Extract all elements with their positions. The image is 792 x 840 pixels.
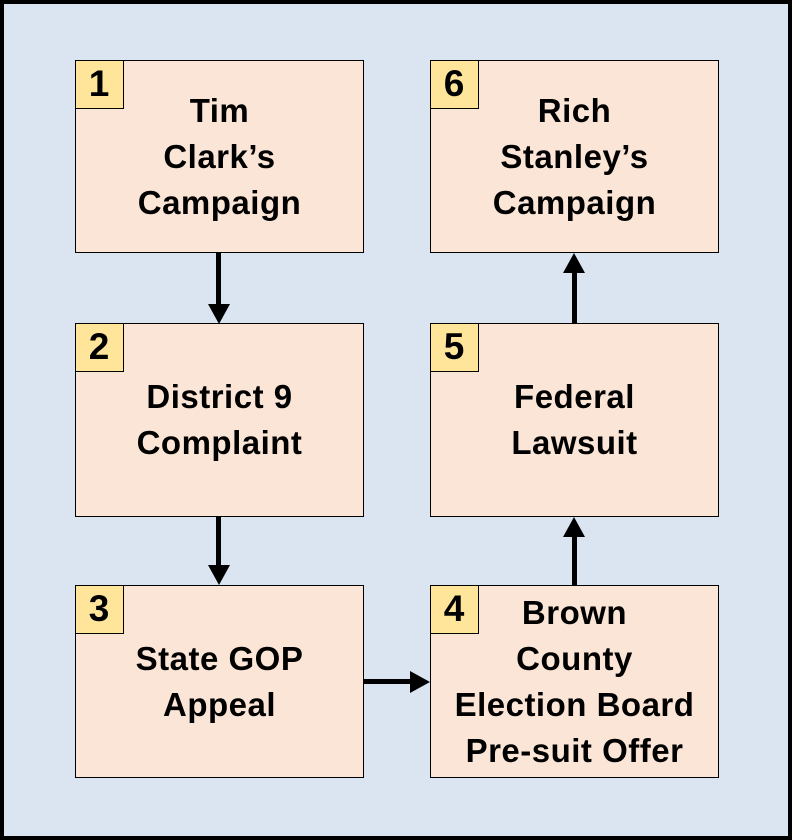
arrow-shaft bbox=[216, 517, 221, 567]
arrow-head-up-icon bbox=[563, 517, 585, 537]
arrow-head-down-icon bbox=[208, 565, 230, 585]
arrow-head-down-icon bbox=[208, 304, 230, 324]
step-number-badge: 6 bbox=[429, 59, 479, 109]
step-number-badge: 5 bbox=[429, 322, 479, 372]
node-district-9-complaint: 2 District 9 Complaint bbox=[74, 322, 364, 517]
arrow-head-up-icon bbox=[563, 253, 585, 273]
arrow-head-right-icon bbox=[410, 671, 430, 693]
node-federal-lawsuit: 5 Federal Lawsuit bbox=[429, 322, 719, 517]
node-label: State GOP Appeal bbox=[135, 639, 304, 723]
node-label: District 9 Complaint bbox=[136, 378, 303, 461]
step-number-badge: 2 bbox=[74, 322, 124, 372]
node-label: Brown County Election Board Pre-suit Off… bbox=[454, 593, 695, 769]
arrow-shaft bbox=[216, 253, 221, 306]
step-number-badge: 4 bbox=[429, 584, 479, 634]
node-rich-stanleys-campaign: 6 Rich Stanley’s Campaign bbox=[429, 59, 719, 253]
node-brown-county-election-board-pre-suit-offer: 4 Brown County Election Board Pre-suit O… bbox=[429, 584, 719, 778]
node-tim-clarks-campaign: 1 Tim Clark’s Campaign bbox=[74, 59, 364, 253]
node-label: Federal Lawsuit bbox=[511, 378, 638, 461]
arrow-shaft bbox=[363, 679, 412, 684]
arrow-shaft bbox=[572, 535, 577, 585]
arrow-shaft bbox=[572, 271, 577, 323]
step-number-badge: 1 bbox=[74, 59, 124, 109]
step-number-badge: 3 bbox=[74, 584, 124, 634]
node-state-gop-appeal: 3 State GOP Appeal bbox=[74, 584, 364, 778]
node-label: Rich Stanley’s Campaign bbox=[492, 91, 657, 221]
node-label: Tim Clark’s Campaign bbox=[137, 91, 302, 221]
